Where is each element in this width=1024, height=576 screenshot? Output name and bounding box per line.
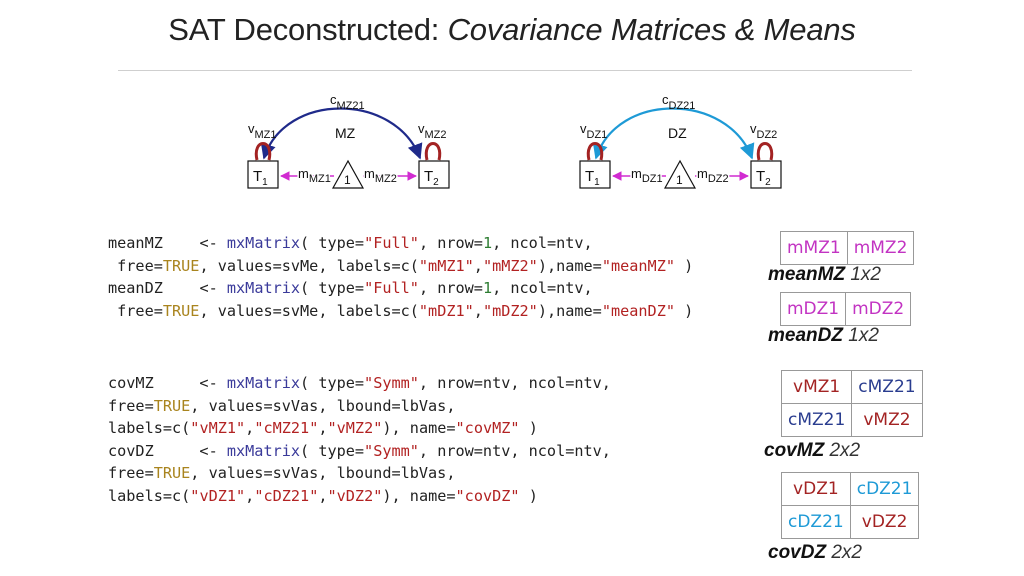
- mz-v1-label: vMZ1: [248, 121, 277, 141]
- title-divider: [118, 70, 912, 71]
- mz-m1-label: mMZ1: [298, 166, 331, 185]
- dz-cov-label: cDZ21: [662, 92, 695, 112]
- matrix-cell: cDZ21: [849, 472, 920, 506]
- mz-covariance-arc: [260, 107, 423, 160]
- matrix-cell: vMZ1: [780, 370, 853, 404]
- matrix-cell: mMZ2: [846, 231, 915, 265]
- mz-group-label: MZ: [335, 125, 356, 141]
- mz-v1-loop: [254, 142, 272, 161]
- dz-covariance-arc: [592, 107, 755, 160]
- mz-t2-box: [418, 160, 450, 189]
- dz-t2-box: [750, 160, 782, 189]
- mz-m2-label: mMZ2: [364, 166, 397, 185]
- mz-t1-box: [247, 160, 279, 189]
- matrix-cell: cDZ21: [781, 505, 851, 539]
- dz-v2-label: vDZ2: [750, 121, 777, 141]
- mz-t1-label: T1: [253, 168, 268, 188]
- matrix-cell: vDZ1: [781, 472, 851, 506]
- dz-v1-label: vDZ1: [580, 121, 607, 141]
- dz-m2-label: mDZ2: [697, 166, 729, 185]
- mz-t2-label: T2: [424, 168, 439, 188]
- dz-t1-label: T1: [585, 168, 600, 188]
- dz-v2-loop: [756, 142, 774, 161]
- covMZ-caption: covMZ 2x2: [764, 440, 861, 461]
- mz-diagram: cMZ21 MZ vMZ1 vMZ2 T1 T2 1 mMZ1 mMZ2: [247, 92, 450, 189]
- mz-constant-triangle: [331, 159, 365, 189]
- slide-title: SAT Deconstructed: Covariance Matrices &…: [0, 12, 1024, 48]
- cov-code-block: covMZ <- mxMatrix( type="Symm", nrow=ntv…: [108, 374, 611, 505]
- dz-t2-label: T2: [756, 168, 771, 188]
- title-main: SAT Deconstructed:: [168, 12, 440, 47]
- matrix-cell: mDZ1: [779, 292, 847, 326]
- title-italic: Covariance Matrices & Means: [447, 12, 856, 47]
- matrix-cell: vDZ2: [849, 505, 920, 539]
- dz-constant-triangle: [663, 159, 697, 189]
- dz-constant-label: 1: [676, 173, 683, 187]
- matrix-cell: mDZ2: [845, 292, 912, 326]
- dz-v1-loop: [586, 142, 604, 161]
- meanDZ-caption: meanDZ 1x2: [768, 325, 879, 346]
- meanMZ-caption: meanMZ 1x2: [768, 264, 881, 285]
- matrix-cell: vMZ2: [851, 403, 923, 437]
- dz-group-label: DZ: [668, 125, 687, 141]
- matrix-cell: cMZ21: [780, 403, 853, 437]
- matrix-cell: mMZ1: [780, 231, 848, 265]
- matrix-cell: cMZ21: [851, 370, 923, 404]
- dz-diagram: cDZ21 DZ vDZ1 vDZ2 T1 T2 1 mDZ1 mDZ2: [579, 92, 782, 189]
- covDZ-caption: covDZ 2x2: [768, 542, 862, 563]
- dz-m1-label: mDZ1: [631, 166, 663, 185]
- mz-cov-label: cMZ21: [330, 92, 365, 112]
- means-code-block: meanMZ <- mxMatrix( type="Full", nrow=1,…: [108, 234, 694, 320]
- dz-t1-box: [579, 160, 611, 189]
- mz-v2-label: vMZ2: [418, 121, 447, 141]
- mz-v2-loop: [424, 142, 442, 161]
- mz-constant-label: 1: [344, 173, 351, 187]
- path-diagrams: cMZ21 MZ vMZ1 vMZ2 T1 T2 1 mMZ1 mMZ2 cDZ…: [247, 92, 782, 189]
